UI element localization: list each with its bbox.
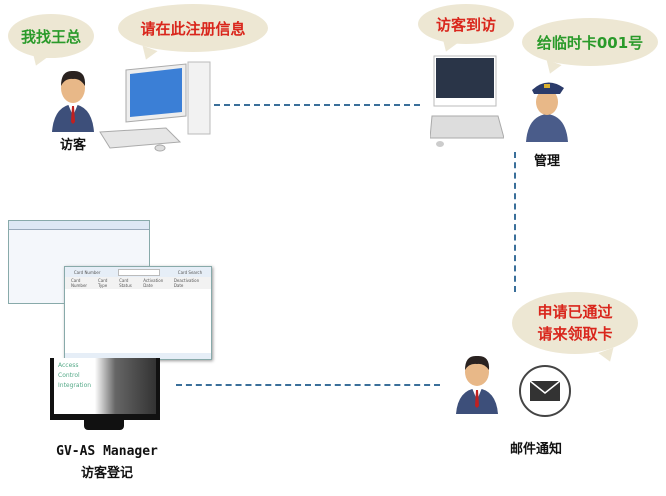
card-search-button: Card Search	[177, 269, 203, 275]
connector-software-to-staff	[176, 384, 440, 386]
bubble-text: 请在此注册信息	[140, 19, 246, 38]
column-header: Card Type	[98, 278, 108, 288]
admin-computer-icon	[430, 55, 504, 147]
desktop-computer-icon	[99, 61, 211, 152]
admin-guard-icon	[526, 82, 568, 142]
menu-integration: Integration	[58, 382, 92, 389]
bubble-text: 申请已通过	[537, 303, 613, 321]
column-header: Card Status	[119, 278, 132, 288]
monitor-stand	[84, 420, 124, 430]
menu-access: Access	[58, 362, 79, 369]
card-number-label: Card Number	[73, 269, 101, 275]
menu-control: Control	[58, 372, 80, 379]
label-software: GV-AS Manager	[56, 444, 158, 459]
column-header: Card Number	[71, 278, 88, 288]
card-search-window: Card Number Card Search Card Number Card…	[64, 266, 212, 360]
label-software-sub: 访客登记	[80, 466, 133, 481]
visitor-person-icon	[52, 70, 94, 132]
label-admin: 管理	[534, 154, 561, 169]
bubble-text: 我找王总	[20, 27, 81, 46]
mail-icon	[519, 365, 571, 417]
speech-bubble-arrive: 访客到访	[418, 4, 514, 44]
label-mail: 邮件通知	[510, 442, 563, 457]
card-number-input	[118, 268, 161, 276]
column-header: Activation Date	[143, 278, 164, 288]
bubble-text: 访客到访	[435, 15, 496, 34]
staff-person-icon	[456, 355, 498, 414]
bubble-text: 给临时卡001号	[536, 33, 644, 52]
speech-bubble-pc: 请在此注册信息	[118, 4, 268, 52]
bubble-text: 请来领取卡	[537, 325, 613, 343]
monitor-screen: Access Control Integration	[54, 358, 156, 414]
label-visitor: 访客	[60, 138, 87, 153]
software-main-window	[8, 220, 150, 304]
connector-pc-to-admin	[214, 104, 420, 106]
speech-bubble-admin: 给临时卡001号	[522, 18, 658, 66]
connector-admin-to-approval	[514, 152, 516, 292]
column-header: Deactivation Date	[173, 278, 200, 288]
speech-bubble-visitor: 我找王总	[8, 14, 94, 58]
speech-bubble-approved: 申请已通过请来领取卡	[512, 292, 638, 354]
monitor-icon: Access Control Integration	[50, 358, 160, 420]
